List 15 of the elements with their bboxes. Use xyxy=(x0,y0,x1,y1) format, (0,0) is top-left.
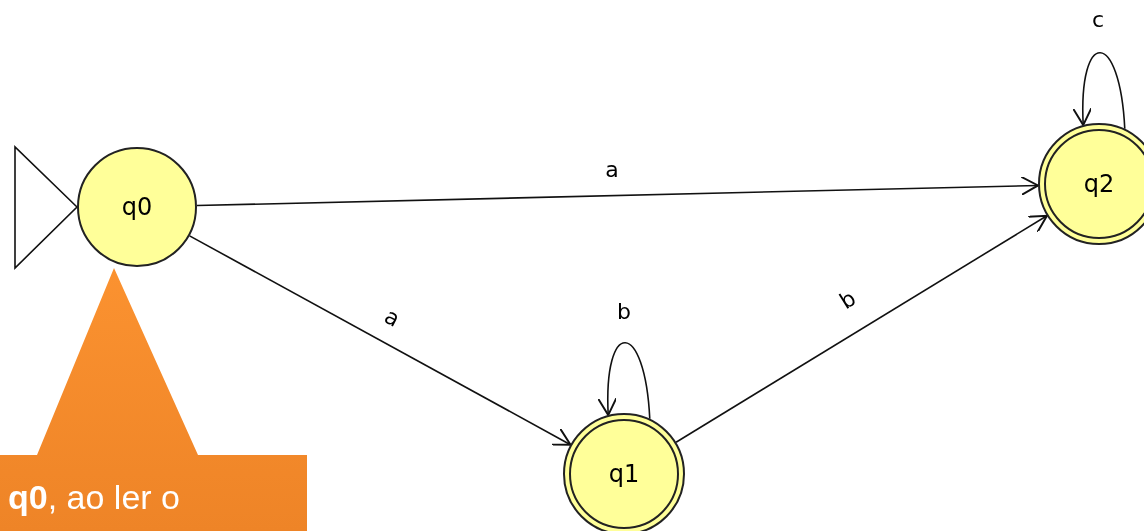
edge-label: b xyxy=(617,301,631,323)
transition-arrow xyxy=(188,235,572,446)
transition-arrow xyxy=(675,214,1048,443)
edge-label: b xyxy=(836,286,860,314)
transition-arrow xyxy=(196,175,1039,207)
start-arrow xyxy=(14,145,79,270)
self-loop-arrow xyxy=(598,341,651,420)
state-label: q2 xyxy=(1083,172,1115,196)
state-label: q0 xyxy=(121,195,153,219)
callout-text: q0, ao ler o xyxy=(8,480,180,514)
self-loop-arrow xyxy=(1073,51,1126,130)
edge-label: a xyxy=(380,305,404,331)
state-label: q1 xyxy=(608,462,640,486)
edge-label: c xyxy=(1091,9,1105,31)
edge-label: a xyxy=(605,159,619,181)
